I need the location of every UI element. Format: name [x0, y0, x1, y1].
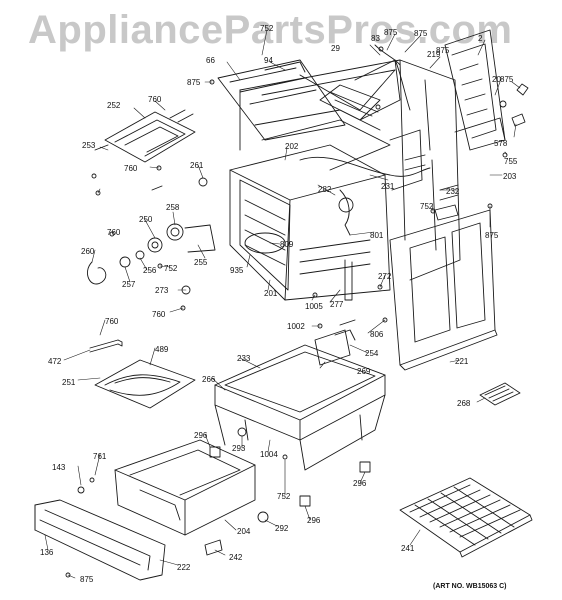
part-label: 255 — [194, 258, 208, 267]
part-label: 296 — [307, 516, 321, 525]
leader-lines — [44, 29, 521, 579]
part-label: 296 — [353, 479, 367, 488]
part-label: 752 — [260, 24, 274, 33]
part-label: 293 — [232, 444, 246, 453]
part-label: 2 — [478, 34, 483, 43]
part-label: 752 — [164, 264, 178, 273]
oven-cabinet — [239, 59, 461, 281]
part-label: 282 — [318, 185, 332, 194]
part-label: 233 — [237, 354, 251, 363]
part-label: 269 — [357, 367, 371, 376]
part-label: 875 — [80, 575, 94, 584]
part-label: 806 — [370, 330, 384, 339]
part-label: 752 — [420, 202, 434, 211]
part-label: 257 — [122, 280, 136, 289]
part-label: 761 — [93, 452, 107, 461]
part-label: 260 — [81, 247, 95, 256]
oven-bottom — [214, 319, 386, 471]
part-label: 266 — [202, 375, 216, 384]
part-label: 204 — [237, 527, 251, 536]
part-label: 66 — [206, 56, 215, 65]
part-label: 201 — [264, 289, 278, 298]
part-label: 20 — [492, 75, 501, 84]
part-label: 258 — [166, 203, 180, 212]
part-label: 242 — [229, 553, 243, 562]
part-label: 231 — [381, 182, 395, 191]
bottom-small-parts — [77, 427, 371, 556]
oven-rack — [399, 477, 533, 558]
part-label: 222 — [177, 563, 191, 572]
bake-element — [94, 109, 196, 163]
part-label: 273 — [155, 286, 169, 295]
lower-element — [89, 339, 196, 409]
part-label: 875 — [436, 46, 450, 55]
part-label: 1004 — [260, 450, 278, 459]
part-label: 760 — [148, 95, 162, 104]
part-label: 875 — [187, 78, 201, 87]
part-label: 83 — [371, 34, 380, 43]
part-label: 232 — [446, 187, 460, 196]
part-label: 94 — [264, 56, 273, 65]
watermark: AppliancePartsPros.com — [28, 8, 513, 52]
part-label: 875 — [414, 29, 428, 38]
back-panel — [444, 29, 506, 151]
broil-pan — [479, 382, 521, 406]
part-label: 292 — [275, 524, 289, 533]
part-label: 256 — [143, 266, 157, 275]
part-label: 252 — [107, 101, 121, 110]
part-label: 1002 — [287, 322, 305, 331]
drawer-front — [34, 499, 166, 581]
part-label: 136 — [40, 548, 54, 557]
part-label: 277 — [330, 300, 344, 309]
part-label: 1005 — [305, 302, 323, 311]
wire-harness — [299, 44, 431, 177]
part-label: 760 — [124, 164, 138, 173]
part-label: 272 — [378, 272, 392, 281]
part-label: 489 — [155, 345, 169, 354]
screws — [65, 46, 529, 578]
part-label: 250 — [139, 215, 153, 224]
part-label: 472 — [48, 357, 62, 366]
side-panel — [389, 209, 498, 371]
part-label: 809 — [280, 240, 294, 249]
part-label: 219 — [427, 50, 441, 59]
part-label: 760 — [152, 310, 166, 319]
storage-drawer — [114, 439, 256, 536]
part-label: 578 — [494, 139, 508, 148]
part-label: 202 — [285, 142, 299, 151]
oven-cavity — [229, 109, 391, 301]
part-label: 875 — [485, 231, 499, 240]
part-label: 875 — [384, 28, 398, 37]
part-label: 143 — [52, 463, 66, 472]
part-label: 261 — [190, 161, 204, 170]
part-label: 760 — [105, 317, 119, 326]
part-label: 875 — [500, 75, 514, 84]
art-number: (ART NO. WB15063 C) — [433, 583, 507, 590]
part-label: 241 — [401, 544, 415, 553]
part-label: 251 — [62, 378, 76, 387]
part-label: 221 — [455, 357, 469, 366]
part-label: 296 — [194, 431, 208, 440]
part-label: 760 — [107, 228, 121, 237]
part-label: 801 — [370, 231, 384, 240]
part-label: 268 — [457, 399, 471, 408]
top-vent — [217, 59, 346, 141]
part-label: 254 — [365, 349, 379, 358]
part-label: 29 — [331, 44, 340, 53]
part-label: 935 — [230, 266, 244, 275]
part-label: 203 — [503, 172, 517, 181]
part-label: 755 — [504, 157, 518, 166]
part-label: 752 — [277, 492, 291, 501]
part-label: 253 — [82, 141, 96, 150]
